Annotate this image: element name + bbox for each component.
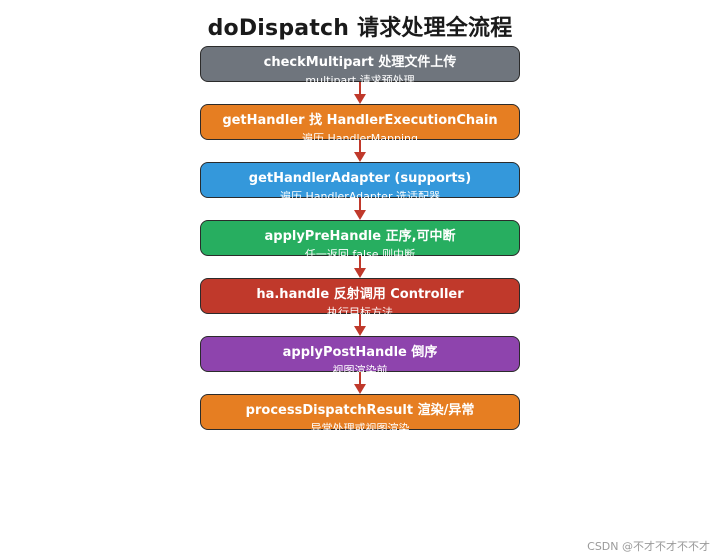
flow-step-5-subtitle: 执行目标方法 — [327, 306, 393, 319]
flow-step-4-subtitle: 任一返回 false 则中断 — [304, 248, 416, 261]
flow-step-7-title: processDispatchResult 渲染/异常 — [245, 403, 475, 418]
flow-arrow-5 — [354, 314, 366, 336]
flow-arrow-3 — [354, 198, 366, 220]
flow-step-6: applyPostHandle 倒序视图渲染前 — [200, 336, 520, 377]
flow-step-5: ha.handle 反射调用 Controller 执行目标方法 — [200, 278, 520, 319]
flow-arrow-2 — [354, 140, 366, 162]
flow-step-2-title: getHandler 找 HandlerExecutionChain — [222, 113, 498, 128]
flow-step-1-subtitle: multipart 请求预处理 — [305, 74, 415, 87]
flow-step-6-title: applyPostHandle 倒序 — [282, 345, 438, 360]
flow-step-2-subtitle: 遍历 HandlerMapping — [301, 132, 418, 145]
diagram-title: doDispatch 请求处理全流程 — [207, 16, 513, 41]
flow-step-3-title: getHandlerAdapter (supports) — [248, 171, 472, 186]
flow-step-1: checkMultipart 处理文件上传 multipart 请求预处理 — [200, 46, 520, 87]
flow-step-4-title: applyPreHandle 正序,可中断 — [264, 229, 456, 244]
flow-step-5-title: ha.handle 反射调用 Controller — [256, 287, 464, 302]
watermark: CSDN @不才不才不不才 — [587, 540, 710, 553]
flow-step-4: applyPreHandle 正序,可中断任一返回 false 则中断 — [200, 220, 520, 261]
flow-arrow-1 — [354, 82, 366, 104]
flow-step-1-title: checkMultipart 处理文件上传 — [263, 55, 457, 70]
flow-step-3: getHandlerAdapter (supports) 遍历 HandlerAd… — [200, 162, 520, 203]
flow-step-7-subtitle: 异常处理或视图渲染 — [310, 422, 410, 435]
flow-step-6-subtitle: 视图渲染前 — [332, 364, 388, 377]
flow-step-7: processDispatchResult 渲染/异常异常处理或视图渲染 — [200, 394, 520, 435]
flow-step-3-subtitle: 遍历 HandlerAdapter 选适配器 — [280, 190, 440, 203]
flow-arrow-6 — [354, 372, 366, 394]
flow-step-2: getHandler 找 HandlerExecutionChain 遍历 Han… — [200, 104, 520, 145]
flow-arrow-4 — [354, 256, 366, 278]
